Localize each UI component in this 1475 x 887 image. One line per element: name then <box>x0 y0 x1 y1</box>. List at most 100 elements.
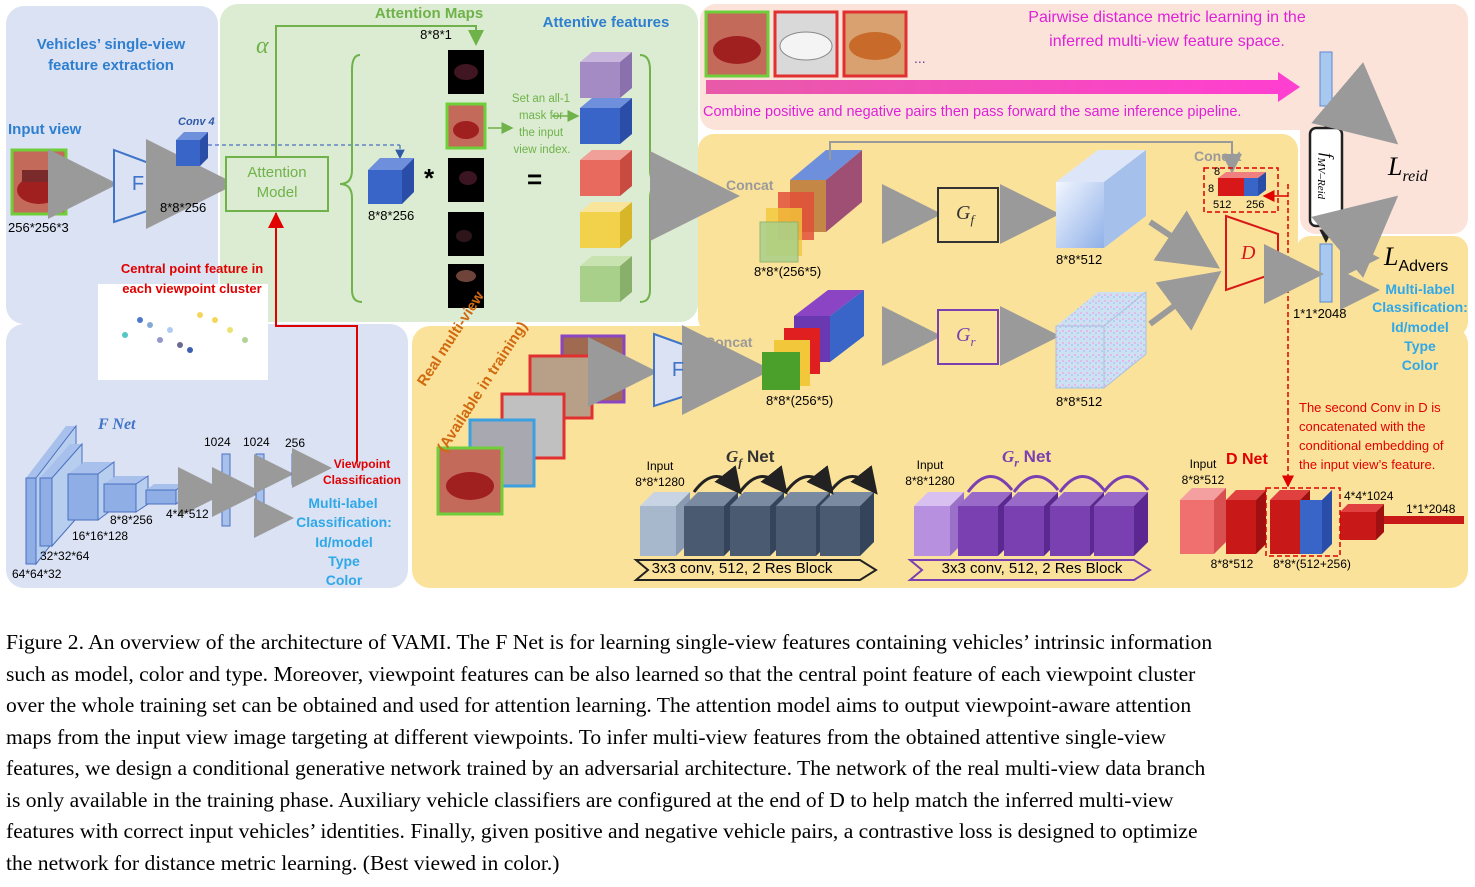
output-size-label: 1*1*2048 <box>1293 306 1347 321</box>
viewpoint-cluster-plot <box>98 284 268 380</box>
dnet-size-3: 4*4*1024 <box>1344 489 1394 503</box>
dnet-note-4: the input view’s feature. <box>1299 457 1436 472</box>
viewpoint-classification-line2: Classification <box>322 473 402 487</box>
single-view-title-line1: Vehicles’ single-view <box>36 36 186 53</box>
f-encoder-label: F <box>131 173 145 195</box>
l-reid-label: Lreid <box>1388 152 1428 186</box>
conv4-label: Conv 4 <box>178 116 215 128</box>
gr-output-size: 8*8*512 <box>1056 394 1103 409</box>
fnet-size-2: 32*32*64 <box>40 549 90 563</box>
grnet-blocks <box>914 492 1148 556</box>
central-point-label-line1: Central point feature in <box>120 261 264 276</box>
mask-note-3: the input <box>518 127 564 139</box>
mask-note-2: mask for <box>518 110 564 122</box>
multi-label-line2: Classification: <box>1372 299 1468 315</box>
caption-line: features with correct input vehicles’ id… <box>6 819 1198 843</box>
caption-line: features, we design a conditional genera… <box>6 756 1206 780</box>
fnet-fc-1024a: 1024 <box>204 435 231 449</box>
gfnet-title: Gf Net <box>726 447 775 470</box>
dnet-note-1: The second Conv in D is <box>1299 400 1441 415</box>
gf-box <box>937 187 999 243</box>
fnet-panel <box>6 324 408 588</box>
multi-label-line4: Type <box>1404 338 1436 354</box>
d-input-dim-256: 256 <box>1246 199 1265 211</box>
caption-line: such as model, color and type. Moreover,… <box>6 661 1196 686</box>
fnet-size-3: 16*16*128 <box>72 529 129 543</box>
attention-model-box <box>225 156 329 212</box>
caption-line: Figure 2. An overview of the architectur… <box>6 630 1213 654</box>
fnet-multi-label-1: Multi-label <box>308 495 378 511</box>
concat-label-d-input: Concat <box>1194 148 1242 164</box>
real-f-encoder-label: F <box>671 359 685 381</box>
single-view-title-line2: feature extraction <box>48 57 174 74</box>
gfnet-input-line1: Input <box>646 459 674 473</box>
fnet-size-4: 8*8*256 <box>110 513 153 527</box>
architecture-figure: Vehicles’ single-view feature extraction… <box>6 4 1468 588</box>
fnet-size-5: 4*4*512 <box>166 507 209 521</box>
dnet-size-1: 8*8*512 <box>1210 557 1254 571</box>
fnet-blocks <box>25 424 185 566</box>
d-label: D <box>1241 242 1256 264</box>
dnet-note-3: conditional embedding of <box>1299 438 1444 453</box>
grnet-banner: 3x3 conv, 512, 2 Res Block <box>941 560 1123 577</box>
dnet-input-line2: 8*8*512 <box>1181 473 1225 487</box>
attentive-cube-blue <box>580 98 632 144</box>
multi-label-line1: Multi-label <box>1385 281 1455 297</box>
gfnet-blocks <box>640 492 874 556</box>
grnet-input-line2: 8*8*1280 <box>905 474 955 488</box>
equals-symbol: = <box>527 164 543 194</box>
caption-line: the network for distance metric learning… <box>6 850 560 875</box>
attentive-features-label: Attentive features <box>542 14 670 31</box>
gfnet-input-line2: 8*8*1280 <box>635 475 685 489</box>
fnet-fc-256: 256 <box>285 436 306 450</box>
grnet-title: Gr Net <box>1002 447 1052 470</box>
dnet-blocks <box>1180 488 1464 554</box>
gf-output-size: 8*8*512 <box>1056 252 1103 267</box>
f-mv-reid-label: fMV–Reid <box>1314 152 1338 200</box>
combine-pairs-text: Combine positive and negative pairs then… <box>703 104 1242 120</box>
caption-line: maps from the input view image targeting… <box>6 724 1167 749</box>
attention-model-label-line2: Model <box>256 184 298 201</box>
attentive-cube-yellow <box>580 202 632 248</box>
d-input-dim-512: 512 <box>1213 199 1232 211</box>
viewpoint-classification-line1: Viewpoint <box>333 457 391 471</box>
multi-label-line3: Id/model <box>1391 319 1449 335</box>
dnet-size-4: 1*1*2048 <box>1406 502 1456 516</box>
concat-size-inferred: 8*8*(256*5) <box>754 264 822 279</box>
dnet-input-line1: Input <box>1189 457 1217 471</box>
multiply-symbol: * <box>424 163 435 193</box>
attention-maps-size: 8*8*1 <box>420 27 452 42</box>
caption-line: is only available in the training phase.… <box>6 787 1174 812</box>
d-input-dim-8b: 8 <box>1208 183 1215 195</box>
l-advers-label: LAdvers <box>1384 242 1449 276</box>
fnet-multi-label-4: Type <box>328 553 360 569</box>
pairwise-title-line1: Pairwise distance metric learning in the <box>1028 9 1306 26</box>
central-point-label-line2: each viewpoint cluster <box>122 281 262 296</box>
mask-note-1: Set an all-1 <box>511 93 571 105</box>
multi-label-line5: Color <box>1401 357 1439 373</box>
pairwise-title-line2: inferred multi-view feature space. <box>1049 33 1285 50</box>
attention-model-label-line1: Attention <box>247 164 307 181</box>
dnet-size-2: 8*8*(512+256) <box>1273 557 1351 571</box>
attentive-cube-red <box>580 150 632 196</box>
caption-line: over the whole training set can be obtai… <box>6 693 1192 717</box>
figure-caption: Figure 2. An overview of the architectur… <box>6 627 1468 879</box>
attention-feature-size: 8*8*256 <box>368 208 415 223</box>
attention-maps-label: Attention Maps <box>374 5 484 22</box>
gfnet-banner: 3x3 conv, 512, 2 Res Block <box>651 560 833 577</box>
fnet-fc-1024b: 1024 <box>243 435 270 449</box>
concat-size-real: 8*8*(256*5) <box>766 393 834 408</box>
attentive-cube-purple <box>580 52 632 98</box>
alpha-symbol: α <box>256 33 269 59</box>
fnet-title: F Net <box>98 416 136 433</box>
gr-box <box>937 309 999 365</box>
gf-label: Gf <box>956 202 975 227</box>
fnet-multi-label-2: Classification: <box>296 514 392 530</box>
grnet-input-line1: Input <box>916 458 944 472</box>
d-input-dim-8a: 8 <box>1214 166 1221 178</box>
concat-label-inferred: Concat <box>726 177 774 193</box>
input-view-label: Input view <box>8 121 82 138</box>
fnet-multi-label-3: Id/model <box>315 534 373 550</box>
fnet-multi-label-5: Color <box>325 572 363 588</box>
diagram-canvas <box>6 4 1468 588</box>
